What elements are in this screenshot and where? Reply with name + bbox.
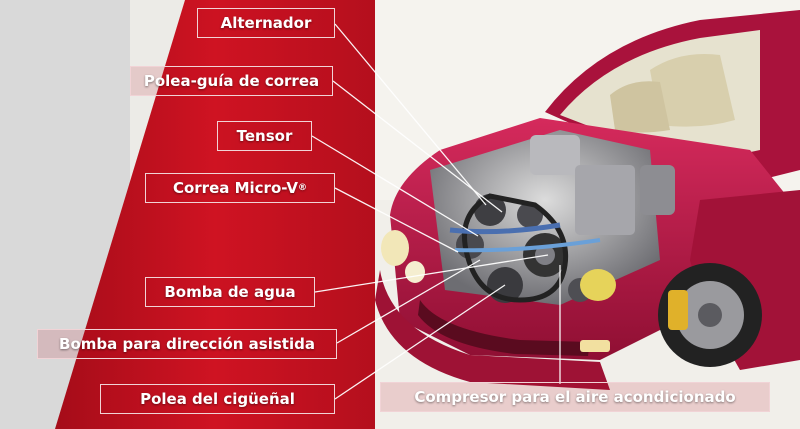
leader-lines [311,23,561,400]
label-polea-ciguenal: Polea del cigüeñal [100,384,335,414]
label-polea-ciguenal-text: Polea del cigüeñal [140,390,295,408]
label-polea-guia-text: Polea-guía de correa [143,72,320,90]
label-bomba-agua-text: Bomba de agua [164,283,296,301]
label-correa-text: Correa Micro-V [172,179,299,197]
registered-mark: ® [298,183,308,193]
label-bomba-agua: Bomba de agua [145,277,315,307]
label-bomba-direccion-text: Bomba para dirección asistida [59,335,315,353]
label-alternador-text: Alternador [220,14,312,32]
label-alternador: Alternador [197,8,335,38]
label-compresor: Compresor para el aire acondicionado [380,382,770,412]
label-polea-guia: Polea-guía de correa [130,66,333,96]
label-tensor: Tensor [217,121,312,151]
label-correa-micro-v: Correa Micro-V® [145,173,335,203]
label-tensor-text: Tensor [236,127,293,145]
red-panel [55,0,375,429]
label-bomba-direccion: Bomba para dirección asistida [37,329,337,359]
engine-block [430,130,675,305]
label-compresor-text: Compresor para el aire acondicionado [414,388,736,406]
